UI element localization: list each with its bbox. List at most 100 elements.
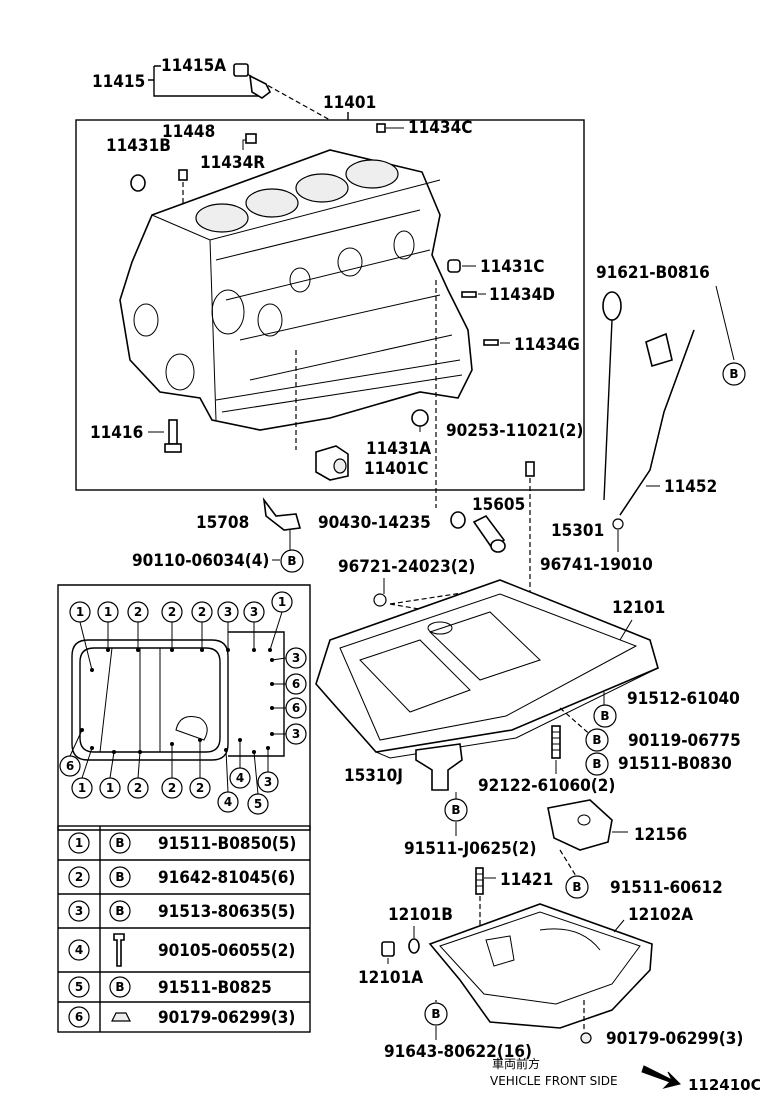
pattern-bolt-dot-0: [90, 668, 94, 672]
pattern-bolt-dot-5: [226, 648, 230, 652]
label-11434c: 11434C: [408, 118, 472, 138]
pattern-bolt-dot-15: [170, 742, 174, 746]
bolt-b-91511-j0625: B: [444, 798, 468, 822]
pattern-leader-12: [81, 747, 93, 779]
pattern-bolt-dot-21: [80, 728, 84, 732]
svg-text:B: B: [592, 733, 601, 747]
label-90119: 90119-06775: [628, 731, 741, 751]
label-12101: 12101: [612, 598, 665, 618]
legend-num-3-circle: [68, 900, 90, 922]
bolt-b-90119: B: [585, 728, 609, 752]
gasket-12101b: [408, 938, 420, 954]
label-91511-j0625: 91511-J0625(2): [404, 839, 536, 859]
label-91511-60612: 91511-60612: [610, 878, 723, 898]
diagram-code: 112410C: [688, 1076, 760, 1094]
pattern-bottom2-0-number: 4: [224, 795, 232, 809]
pin-90253: [525, 461, 535, 477]
o-ring-96741: [612, 518, 624, 530]
label-11452: 11452: [664, 477, 717, 497]
svg-text:B: B: [287, 554, 296, 568]
legend-part-2: 91642-81045(6): [158, 868, 295, 888]
label-90179-bottom: 90179-06299(3): [606, 1029, 743, 1049]
pattern-bolt-dot-9: [270, 682, 274, 686]
legend-bolt-b-3-number: B: [115, 904, 124, 918]
baffle-plate-12156: [547, 799, 613, 851]
pattern-left-col: 6: [59, 755, 81, 777]
pattern-bolt-dot-8: [270, 658, 274, 662]
legend-bolt-icon: [113, 933, 125, 967]
label-11431c: 11431C: [480, 257, 544, 277]
pattern-top-6-number: 3: [250, 605, 258, 619]
pattern-right-0-number: 3: [292, 651, 300, 665]
pattern-leader-7: [269, 611, 283, 651]
legend-bolt-b-5-circle: [109, 976, 131, 998]
oil-strainer-15310j: [415, 743, 463, 791]
svg-text:B: B: [600, 709, 609, 723]
legend-num-5-number: 5: [75, 980, 83, 994]
label-11416: 11416: [90, 423, 143, 443]
pattern-top-7-number: 1: [278, 595, 286, 609]
label-15708: 15708: [196, 513, 249, 533]
pattern-leader-20: [253, 751, 259, 795]
pattern-bolt-dot-18: [266, 746, 270, 750]
pattern-bolt-dot-2: [136, 648, 140, 652]
label-96721: 96721-24023(2): [338, 557, 475, 577]
oil-level-gauge-15301: [602, 291, 622, 501]
bolt-b-90110: B: [280, 549, 304, 573]
pattern-top-4-number: 2: [198, 605, 206, 619]
plug-11434c: [376, 123, 386, 133]
pattern-bolt-dot-7: [268, 648, 272, 652]
legend-num-4-circle: [68, 939, 90, 961]
label-12101b: 12101B: [388, 905, 453, 925]
bolt-b-91643: B: [424, 1002, 448, 1026]
stud-11421: [475, 867, 484, 895]
legend-bolt-b-3-circle: [109, 900, 131, 922]
legend-num-2-number: 2: [75, 870, 83, 884]
legend-num-2-circle: [68, 866, 90, 888]
pattern-top-2-number: 2: [134, 605, 142, 619]
pattern-bolt-dot-14: [138, 750, 142, 754]
label-15605: 15605: [472, 495, 525, 515]
legend-num-6-number: 6: [75, 1010, 83, 1024]
legend-part-5: 91511-B0825: [158, 978, 272, 998]
pattern-bolt-dot-17: [238, 738, 242, 742]
pattern-leader-19: [225, 749, 229, 793]
label-11401: 11401: [323, 93, 376, 113]
legend-part-1: 91511-B0850(5): [158, 834, 296, 854]
oil-pan-upper-12101: [315, 579, 659, 759]
plug-11431b: [130, 174, 146, 192]
bolt-b-91512: B: [593, 704, 617, 728]
svg-text:B: B: [451, 803, 460, 817]
pattern-bottom-5-number: 4: [236, 771, 244, 785]
pattern-top-1-number: 1: [104, 605, 112, 619]
plug-11434d: [461, 291, 477, 298]
drain-plug-12101a: [381, 941, 395, 957]
legend-num-1-circle: [68, 832, 90, 854]
pattern-leader-14: [137, 751, 141, 779]
stud-92122: [551, 725, 561, 759]
pattern-right-3-number: 3: [292, 727, 300, 741]
svg-text:B: B: [572, 880, 581, 894]
pattern-top-3-number: 2: [168, 605, 176, 619]
label-11401c: 11401C: [364, 459, 428, 479]
pattern-bolt-dot-20: [252, 750, 256, 754]
vehicle-front-jp: 車両前方: [492, 1056, 540, 1071]
stud-90179: [580, 1032, 592, 1044]
pattern-bottom-6-number: 3: [264, 775, 272, 789]
label-11415a: 11415A: [161, 56, 226, 76]
front-arrow-icon: [641, 1065, 681, 1089]
plug-11434g: [483, 339, 499, 346]
svg-text:B: B: [592, 757, 601, 771]
pin-11448: [178, 169, 188, 181]
label-15310j: 15310J: [344, 766, 403, 786]
legend-part-4: 90105-06055(2): [158, 941, 295, 961]
bearing-cap-11401c: [315, 445, 349, 481]
gauge-guide-11452: [619, 329, 695, 516]
pattern-bolt-dot-3: [170, 648, 174, 652]
legend-num-4-number: 4: [75, 943, 83, 957]
pattern-top-5-number: 3: [224, 605, 232, 619]
